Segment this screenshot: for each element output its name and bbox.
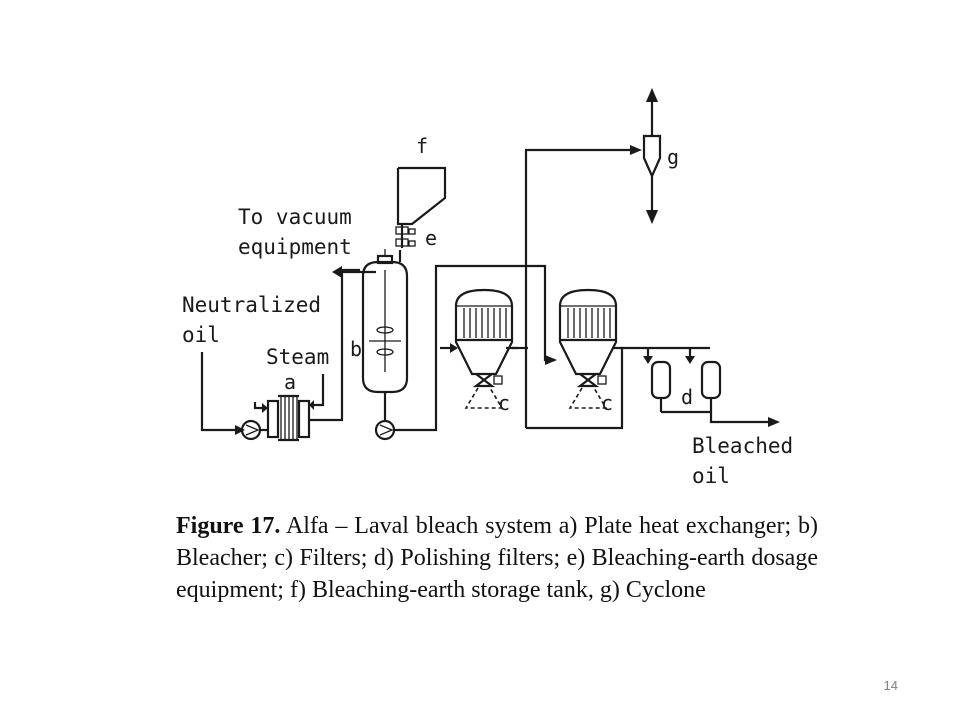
filter-2 — [558, 288, 618, 409]
bleacher-vessel — [332, 249, 409, 420]
label-steam: Steam — [266, 345, 329, 369]
letter-b: b — [350, 337, 362, 361]
label-bleached-2: oil — [692, 464, 730, 488]
letter-f: f — [416, 134, 428, 158]
letter-a: a — [284, 370, 296, 394]
figure-caption-text: Alfa – Laval bleach system a) Plate heat… — [176, 513, 819, 603]
label-neutralized-1: Neutralized — [182, 293, 321, 317]
filter-1 — [440, 288, 514, 409]
letter-d: d — [681, 385, 693, 409]
letter-c-1: c — [498, 391, 510, 415]
figure-caption: Figure 17. Alfa – Laval bleach system a)… — [176, 510, 818, 606]
label-to-vacuum-2: equipment — [238, 235, 352, 259]
pump-icon — [374, 419, 396, 441]
label-neutralized-2: oil — [182, 323, 220, 347]
bleaching-earth-dosage — [395, 226, 416, 247]
letter-e: e — [425, 226, 437, 250]
page-number: 14 — [883, 678, 898, 693]
bleaching-earth-storage-tank — [396, 166, 447, 248]
line-hex-to-bleacher — [309, 268, 360, 422]
recirculation-loop — [524, 145, 642, 430]
letter-c-2: c — [601, 391, 613, 415]
polishing-filters — [622, 346, 780, 427]
plate-heat-exchanger — [253, 374, 325, 442]
label-to-vacuum-1: To vacuum — [238, 205, 352, 229]
figure-label: Figure 17. — [176, 513, 281, 539]
feed-line — [200, 352, 245, 435]
label-bleached-1: Bleached — [692, 434, 793, 458]
letter-g: g — [667, 145, 679, 169]
cyclone — [642, 88, 662, 224]
